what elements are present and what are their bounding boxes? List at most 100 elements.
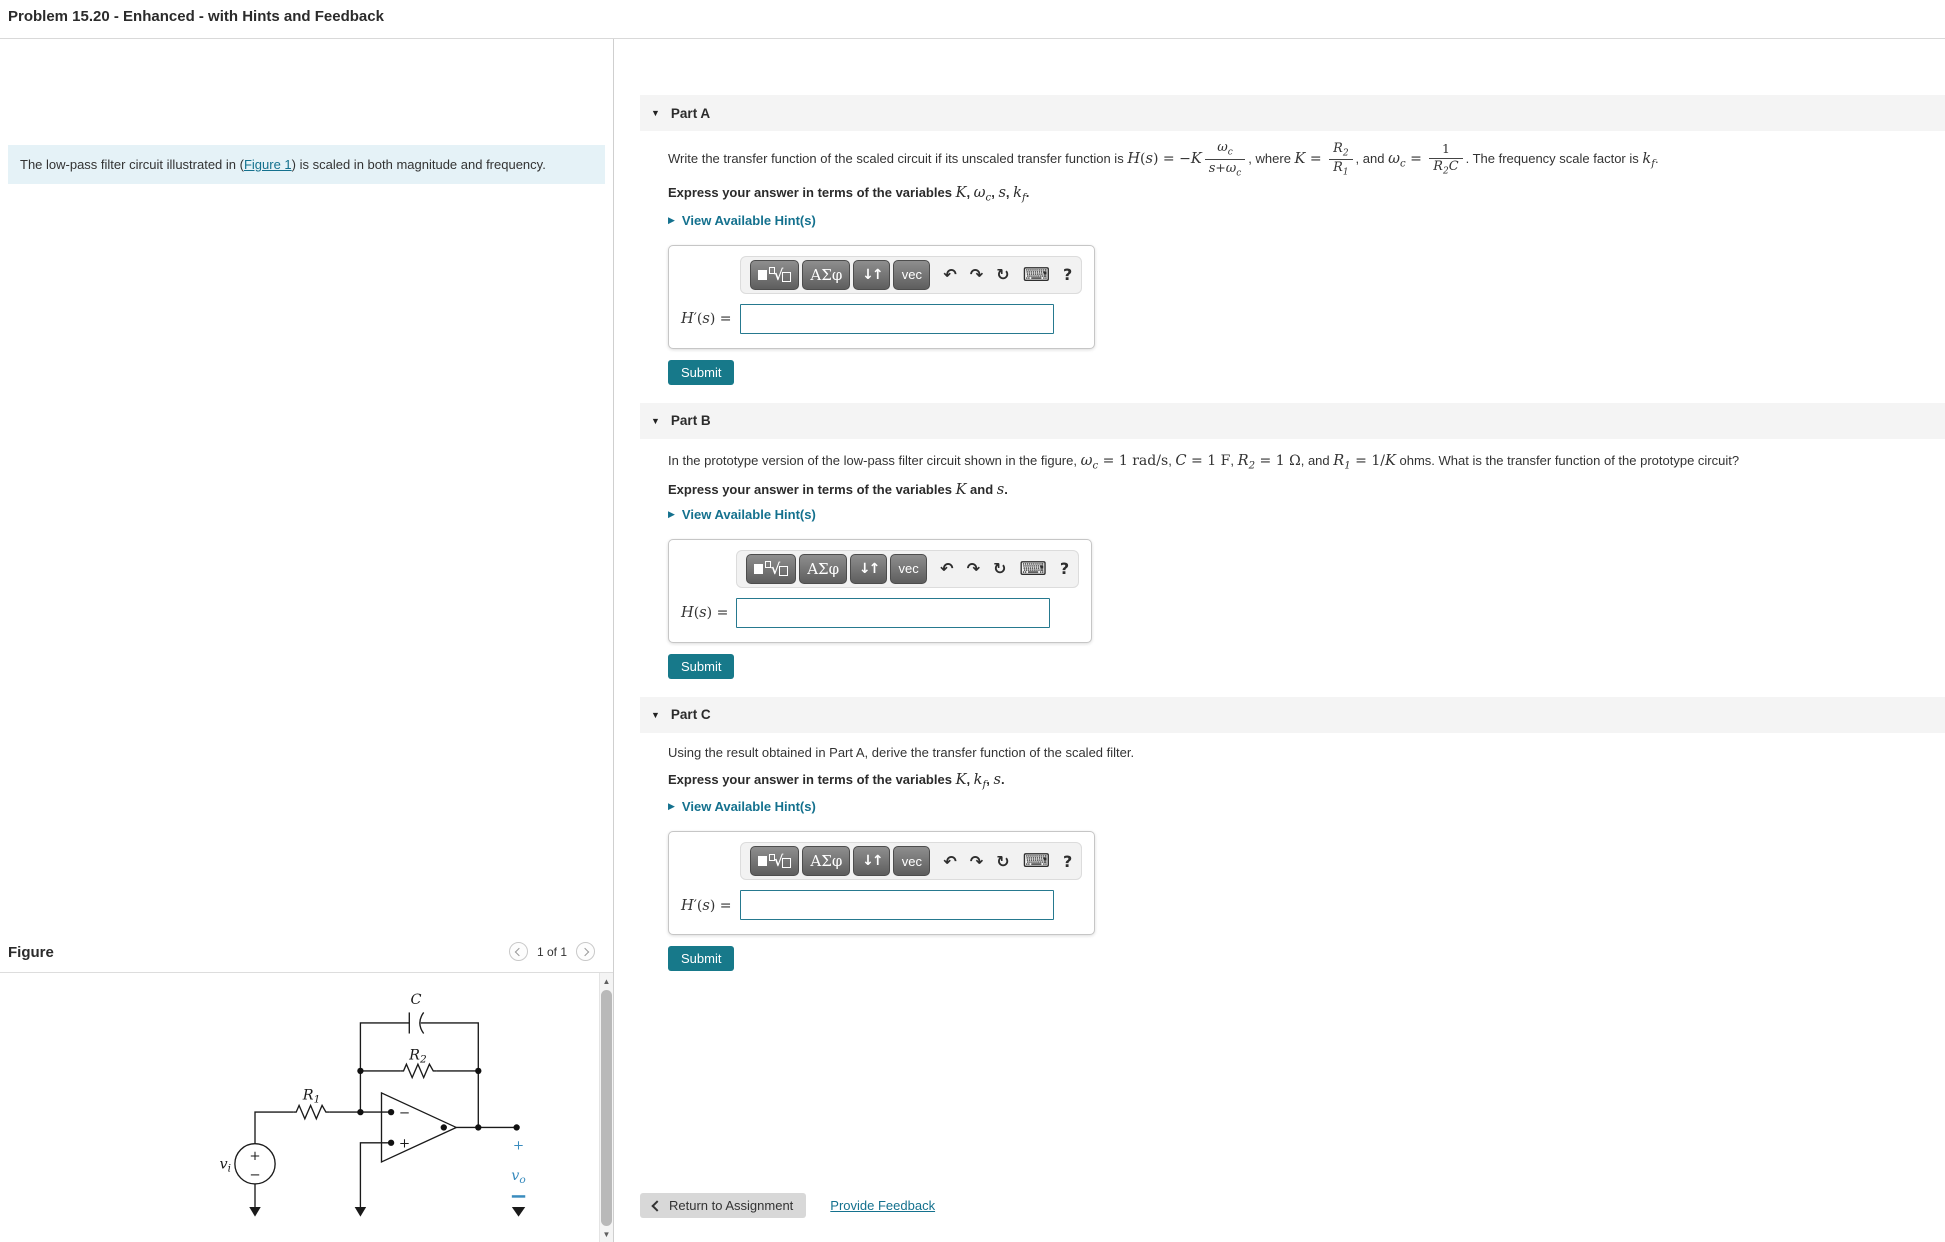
collapse-caret-icon[interactable]: ▼ bbox=[651, 415, 660, 426]
redo-icon[interactable]: ↷ bbox=[969, 265, 984, 285]
figure-1-link[interactable]: Figure 1 bbox=[243, 157, 292, 172]
vector-icon[interactable]: vec bbox=[893, 846, 931, 877]
intro-statement: The low-pass filter circuit illustrated … bbox=[8, 145, 605, 184]
equation-grid: √ ΑΣφ ↓↑ vec ↶ ↷ ↻ ⌨ ? H(s) = bbox=[681, 549, 1080, 628]
equation-toolbar: √ ΑΣφ ↓↑ vec ↶ ↷ ↻ ⌨ ? bbox=[739, 255, 1083, 294]
scrollbar-thumb[interactable] bbox=[601, 990, 612, 1226]
filled-square-glyph bbox=[754, 563, 764, 574]
reset-icon[interactable]: ↻ bbox=[996, 851, 1010, 871]
help-icon[interactable]: ? bbox=[1063, 851, 1073, 871]
answer-label: H′(s) = bbox=[681, 896, 732, 914]
answer-label: H′(s) = bbox=[681, 310, 732, 328]
reset-icon[interactable]: ↻ bbox=[996, 265, 1010, 285]
help-icon[interactable]: ? bbox=[1059, 559, 1070, 579]
hint-arrow-icon: ▶ bbox=[668, 508, 675, 519]
keyboard-icon[interactable]: ⌨ bbox=[1022, 850, 1050, 873]
math-template-icon[interactable]: √ bbox=[746, 553, 797, 584]
view-hints-link[interactable]: View Available Hint(s) bbox=[681, 212, 816, 228]
undo-icon[interactable]: ↶ bbox=[943, 265, 957, 285]
answer-input[interactable] bbox=[739, 890, 1054, 921]
hint-toggle[interactable]: ▶ View Available Hint(s) bbox=[668, 799, 1945, 814]
source-plus-sign: + bbox=[249, 1149, 260, 1164]
exponent-box-glyph bbox=[768, 267, 775, 275]
answer-input[interactable] bbox=[739, 303, 1054, 334]
help-icon[interactable]: ? bbox=[1063, 265, 1073, 285]
answer-input[interactable] bbox=[736, 597, 1051, 628]
collapse-caret-icon[interactable]: ▼ bbox=[651, 108, 660, 118]
greek-symbols-icon[interactable]: ΑΣφ bbox=[802, 259, 851, 290]
undo-icon[interactable]: ↶ bbox=[940, 559, 954, 579]
radicand-box-glyph bbox=[779, 565, 789, 576]
scroll-up-icon[interactable]: ▲ bbox=[602, 976, 611, 986]
radical-glyph: √ bbox=[770, 559, 781, 578]
vector-icon[interactable]: vec bbox=[890, 553, 928, 584]
equation-grid: √ ΑΣφ ↓↑ vec ↶ ↷ ↻ ⌨ ? H′(s) = bbox=[681, 255, 1083, 334]
vi-label: vi bbox=[220, 1157, 232, 1175]
figure-next-button[interactable] bbox=[576, 942, 595, 961]
chevron-left-icon bbox=[651, 1200, 663, 1212]
figure-page-label: 1 of 1 bbox=[536, 944, 567, 959]
opamp-noninverting-sign: + bbox=[399, 1137, 410, 1152]
answer-cell bbox=[739, 303, 1083, 334]
redo-icon[interactable]: ↷ bbox=[966, 559, 980, 579]
collapse-caret-icon[interactable]: ▼ bbox=[651, 709, 660, 720]
submit-button[interactable]: Submit bbox=[668, 653, 735, 679]
keyboard-icon[interactable]: ⌨ bbox=[1019, 557, 1047, 580]
updown-arrows-icon[interactable]: ↓↑ bbox=[853, 846, 891, 877]
view-hints-link[interactable]: View Available Hint(s) bbox=[681, 506, 816, 522]
question-text: Using the result obtained in Part A, der… bbox=[668, 744, 1135, 760]
figure-viewport: C R2 R1 − + + − vi + vo bbox=[0, 973, 600, 1242]
submit-button[interactable]: Submit bbox=[668, 359, 735, 385]
part-section: ▼ Part B In the prototype version of the… bbox=[640, 402, 1945, 679]
exponent-box-glyph bbox=[768, 853, 775, 861]
vo-label: vo bbox=[511, 1168, 525, 1186]
part-title: Part A bbox=[670, 105, 711, 121]
vector-icon[interactable]: vec bbox=[893, 259, 931, 290]
question-text: In the prototype version of the low-pass… bbox=[668, 451, 1740, 472]
math-template-icon[interactable]: √ bbox=[749, 259, 800, 290]
question-text: Write the transfer function of the scale… bbox=[668, 140, 1659, 178]
provide-feedback-link[interactable]: Provide Feedback bbox=[830, 1198, 936, 1214]
answer-cell bbox=[739, 890, 1083, 921]
hint-toggle[interactable]: ▶ View Available Hint(s) bbox=[668, 213, 1945, 228]
figure-prev-button[interactable] bbox=[508, 942, 528, 961]
radical-glyph: √ bbox=[773, 852, 784, 871]
greek-symbols-icon[interactable]: ΑΣφ bbox=[802, 846, 851, 877]
view-hints-link[interactable]: View Available Hint(s) bbox=[681, 799, 816, 815]
hint-arrow-icon: ▶ bbox=[668, 214, 675, 225]
answer-cell bbox=[736, 597, 1079, 628]
circuit-wires bbox=[234, 1012, 517, 1207]
hint-toggle[interactable]: ▶ View Available Hint(s) bbox=[668, 507, 1945, 522]
equation-toolbar: √ ΑΣφ ↓↑ vec ↶ ↷ ↻ ⌨ ? bbox=[736, 549, 1080, 588]
redo-icon[interactable]: ↷ bbox=[969, 851, 984, 871]
math-template-icon[interactable]: √ bbox=[749, 846, 800, 877]
wire-noninverting-ground bbox=[359, 1142, 392, 1207]
source-minus-sign: − bbox=[249, 1168, 260, 1183]
updown-arrows-icon[interactable]: ↓↑ bbox=[850, 553, 888, 584]
parts-host: ▼ Part A Write the transfer function of … bbox=[640, 95, 1945, 972]
greek-symbols-icon[interactable]: ΑΣφ bbox=[799, 553, 848, 584]
submit-button[interactable]: Submit bbox=[668, 946, 735, 972]
part-header[interactable]: ▼ Part B bbox=[640, 402, 1945, 439]
scroll-down-icon[interactable]: ▼ bbox=[602, 1229, 611, 1239]
intro-text-post: ) is scaled in both magnitude and freque… bbox=[291, 157, 546, 172]
return-to-assignment-button[interactable]: Return to Assignment bbox=[640, 1193, 807, 1219]
ground-arrow-output bbox=[511, 1206, 526, 1217]
wire-feedback-left bbox=[359, 1022, 410, 1113]
filled-square-glyph bbox=[757, 269, 767, 280]
part-section: ▼ Part A Write the transfer function of … bbox=[640, 95, 1945, 385]
undo-icon[interactable]: ↶ bbox=[943, 851, 957, 871]
figure-scrollbar[interactable]: ▲ ▼ bbox=[599, 973, 613, 1242]
ground-arrow-source bbox=[249, 1206, 261, 1217]
express-instruction: Express your answer in terms of the vari… bbox=[668, 184, 1030, 204]
radicand-box-glyph bbox=[782, 858, 792, 869]
figure-heading: Figure bbox=[8, 944, 54, 961]
part-title: Part C bbox=[670, 707, 711, 723]
keyboard-icon[interactable]: ⌨ bbox=[1022, 263, 1050, 286]
reset-icon[interactable]: ↻ bbox=[992, 559, 1007, 579]
part-header[interactable]: ▼ Part A bbox=[640, 95, 1945, 131]
equation-grid: √ ΑΣφ ↓↑ vec ↶ ↷ ↻ ⌨ ? H′(s) = bbox=[681, 842, 1083, 921]
equation-answer-box: √ ΑΣφ ↓↑ vec ↶ ↷ ↻ ⌨ ? H′(s) = bbox=[668, 831, 1096, 936]
part-header[interactable]: ▼ Part C bbox=[640, 696, 1945, 733]
updown-arrows-icon[interactable]: ↓↑ bbox=[853, 259, 891, 290]
